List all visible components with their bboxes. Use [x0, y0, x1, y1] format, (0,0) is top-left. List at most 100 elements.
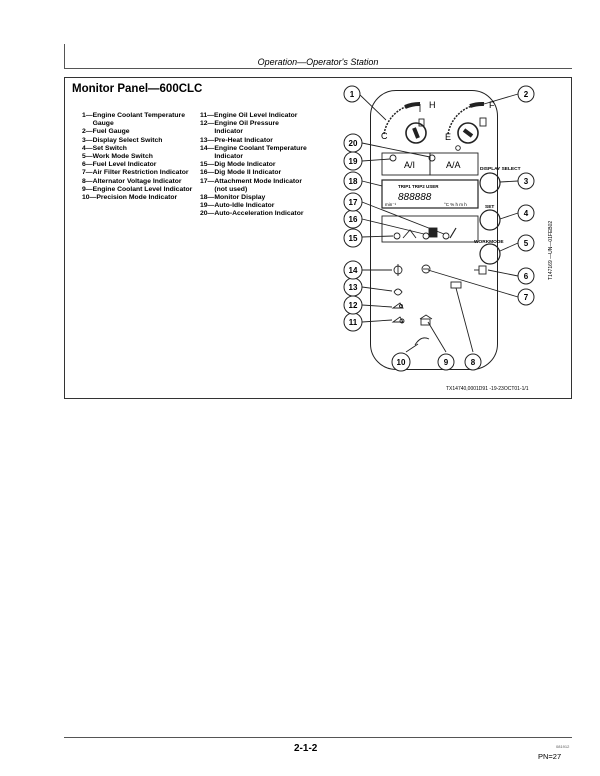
svg-text:15: 15: [349, 234, 358, 243]
coolant-temperature-indicator-icon: [393, 264, 403, 276]
set-label: SET: [485, 204, 494, 210]
legend-item: 17—Attachment Mode Indicator (not used): [200, 177, 302, 193]
gauge-fuel-f-label: F: [489, 100, 495, 110]
fuel-level-indicator-icon: [474, 265, 487, 275]
excavator-icon: [428, 227, 438, 238]
callout-15: 15: [343, 228, 363, 248]
fuel-warning-icon: [455, 145, 461, 151]
leader-line: [427, 321, 447, 353]
coolant-level-icon: [419, 314, 433, 326]
display-unit-rpm: min⁻¹: [385, 202, 397, 207]
attachment-icon: [449, 227, 457, 239]
legend-item: 10—Precision Mode Indicator: [82, 194, 178, 202]
monitor-panel-outline: [370, 90, 498, 370]
pn-number: PN=27: [538, 752, 562, 761]
leader-line: [499, 212, 519, 220]
svg-text:12: 12: [349, 301, 358, 310]
callout-10: 10: [391, 352, 411, 372]
legend-left: 1—Engine Coolant Temperature Gauge 2—Fue…: [82, 112, 194, 202]
legend-item: 3—Display Select Switch: [82, 136, 163, 144]
work-mode-switch[interactable]: [479, 243, 501, 265]
svg-text:3: 3: [524, 177, 529, 186]
legend-right: 11—Engine Oil Level Indicator 12—Engine …: [200, 112, 308, 219]
svg-text:6: 6: [524, 272, 529, 281]
page-number: 2-1-2: [294, 743, 318, 754]
figure-caption: TX14740,0001D91 -19-23OCT01-1/1: [446, 386, 529, 392]
fuel-gauge: [447, 101, 485, 144]
callout-2: 2: [517, 85, 535, 103]
legend-item: 7—Air Filter Restriction Indicator: [82, 169, 189, 177]
running-header: Operation—Operator's Station: [257, 57, 379, 67]
legend-item: 16—Dig Mode II Indicator: [200, 169, 282, 177]
callout-13: 13: [343, 277, 363, 297]
callout-7: 7: [517, 288, 535, 306]
preheat-indicator-icon: [393, 288, 403, 296]
bucket-icon: [402, 229, 417, 239]
monitor-display-frame: [381, 179, 479, 209]
legend-item: 2—Fuel Gauge: [82, 128, 130, 136]
legend-item: 15—Dig Mode Indicator: [200, 161, 276, 169]
air-filter-icon: [421, 264, 431, 274]
leader-line: [361, 201, 445, 235]
thermometer-icon: [418, 118, 425, 127]
gauge-temp-h-label: H: [429, 100, 436, 110]
leader-line: [483, 93, 519, 105]
header-divider-vertical: [64, 44, 65, 68]
precision-mode-icon: [414, 337, 430, 346]
leader-line: [361, 235, 394, 238]
callout-1: 1: [343, 85, 361, 103]
display-mode-tabs: TRIP1 TRIP2 USER: [398, 184, 439, 189]
display-digits: 888888: [398, 192, 432, 203]
section-title: Monitor Panel—600CLC: [72, 83, 203, 95]
svg-text:19: 19: [349, 157, 358, 166]
attachment-mode-lamp: [442, 232, 450, 240]
svg-text:9: 9: [444, 358, 449, 367]
svg-text:1: 1: [350, 90, 355, 99]
leader-line: [455, 287, 474, 353]
display-select-label: DISPLAY SELECT: [480, 166, 521, 172]
auto-idle-lamp: [389, 154, 397, 162]
dig-mode-indicator-frame: [381, 215, 479, 243]
legend-item: 13—Pre-Heat Indicator: [200, 136, 273, 144]
leader-line: [487, 269, 519, 277]
leader-line: [427, 269, 519, 298]
svg-text:20: 20: [349, 139, 358, 148]
callout-14: 14: [343, 260, 363, 280]
svg-text:7: 7: [524, 293, 529, 302]
set-switch[interactable]: [479, 209, 501, 231]
svg-text:10: 10: [397, 358, 406, 367]
legend-item: 12—Engine Oil Pressure Indicator: [200, 120, 279, 136]
callout-5: 5: [517, 234, 535, 252]
legend-item: 6—Fuel Level Indicator: [82, 161, 157, 169]
content-box: [64, 77, 572, 399]
callout-4: 4: [517, 204, 535, 222]
header-rule: [64, 68, 572, 69]
fuel-pump-icon: [479, 117, 487, 127]
leader-line: [361, 142, 431, 158]
display-select-switch[interactable]: [479, 172, 501, 194]
callout-20: 20: [343, 133, 363, 153]
callout-19: 19: [343, 151, 363, 171]
display-unit-right: °C % h m h: [444, 202, 467, 207]
callout-11: 11: [343, 312, 363, 332]
svg-text:8: 8: [471, 358, 476, 367]
leader-line: [361, 286, 393, 292]
alternator-icon: [450, 281, 462, 289]
svg-text:4: 4: [524, 209, 529, 218]
leader-line: [499, 242, 519, 252]
footer-rule: [64, 737, 572, 738]
svg-text:17: 17: [349, 198, 358, 207]
engine-oil-level-icon: [391, 316, 405, 324]
legend-item: 20—Auto-Acceleration Indicator: [200, 210, 304, 218]
gauge-fuel-e-label: E: [445, 132, 451, 142]
auto-accel-lamp: [428, 154, 436, 162]
auto-accel-button-frame: [429, 152, 479, 176]
svg-text:5: 5: [524, 239, 529, 248]
svg-text:18: 18: [349, 177, 358, 186]
legend-item: 4—Set Switch: [82, 144, 127, 152]
footer-date-code: 081912: [556, 744, 570, 749]
leader-line: [361, 304, 393, 308]
leader-line: [499, 180, 519, 183]
leader-line: [361, 218, 425, 235]
